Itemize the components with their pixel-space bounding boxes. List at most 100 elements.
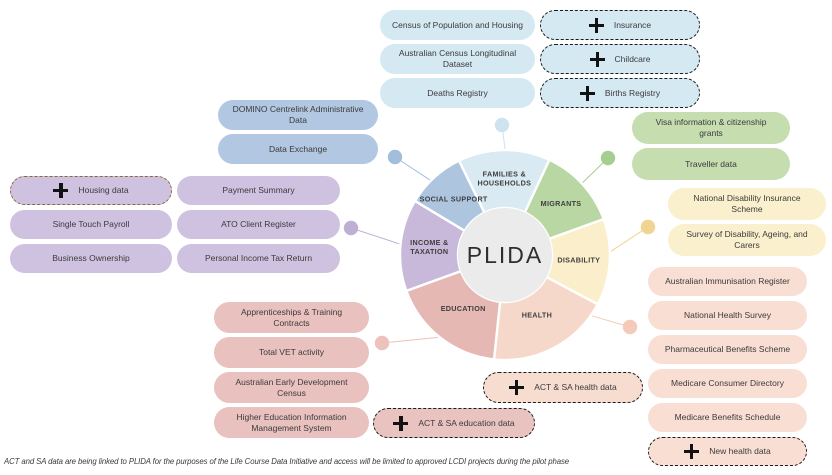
data-source-pill: Higher Education Information Management … xyxy=(214,407,369,438)
donut-center xyxy=(458,208,552,302)
pill-label: Australian Immunisation Register xyxy=(665,276,790,287)
pill-label: Data Exchange xyxy=(268,143,328,154)
pill-label: Pharmaceutical Benefits Scheme xyxy=(664,344,791,355)
pill-label: Survey of Disability, Ageing, and Carers xyxy=(686,229,808,250)
segment-label-health: HEALTH xyxy=(522,311,552,320)
pill-label: Australian Early Development Census xyxy=(235,376,348,398)
group-education-new: ACT & SA education data xyxy=(373,408,535,438)
pill-label: ACT & SA health data xyxy=(534,382,617,393)
data-source-pill: Census of Population and Housing xyxy=(380,10,535,40)
data-source-pill: Survey of Disability, Ageing, and Carers xyxy=(668,224,826,256)
data-source-pill: Apprenticeships & Training Contracts xyxy=(214,302,369,333)
plus-icon xyxy=(393,415,409,431)
pill-label: Insurance xyxy=(613,19,652,30)
pill-label: Australian Census Longitudinal Dataset xyxy=(398,48,517,69)
data-source-pill: Payment Summary xyxy=(177,176,340,205)
data-source-pill: Pharmaceutical Benefits Scheme xyxy=(648,335,807,364)
plus-icon xyxy=(588,17,604,33)
new-data-pill: ACT & SA education data xyxy=(373,408,535,438)
pill-label: Higher Education Information Management … xyxy=(236,411,347,433)
segment-label-disability: DISABILITY xyxy=(557,256,600,265)
data-source-pill: DOMINO Centrelink Administrative Data xyxy=(218,100,378,130)
pill-label: Medicare Benefits Schedule xyxy=(674,412,781,423)
plus-icon xyxy=(53,183,69,198)
connector-dot-education xyxy=(374,335,390,351)
pill-label: DOMINO Centrelink Administrative Data xyxy=(232,104,364,125)
data-source-pill: Single Touch Payroll xyxy=(10,210,172,239)
group-health-new-act: ACT & SA health data xyxy=(483,372,643,403)
pill-label: Deaths Registry xyxy=(427,87,488,98)
pill-label: Total VET activity xyxy=(258,347,325,358)
new-data-pill: Housing data xyxy=(10,176,172,205)
new-data-pill: New health data xyxy=(648,437,807,466)
segment-label-families-households: FAMILIES &HOUSEHOLDS xyxy=(477,170,531,188)
data-source-pill: Australian Immunisation Register xyxy=(648,267,807,296)
connector-dot-disability xyxy=(640,219,656,235)
pill-label: Personal Income Tax Return xyxy=(204,253,313,264)
new-data-pill: Childcare xyxy=(540,44,700,74)
data-source-pill: Australian Census Longitudinal Dataset xyxy=(380,44,535,74)
pill-label: Housing data xyxy=(78,185,129,196)
plus-icon xyxy=(579,85,595,101)
data-source-pill: Traveller data xyxy=(632,148,790,180)
data-source-pill: Medicare Consumer Directory xyxy=(648,369,807,398)
pill-label: Single Touch Payroll xyxy=(52,219,130,230)
plida-title: PLIDA xyxy=(467,242,543,268)
plus-icon xyxy=(684,444,700,459)
pill-label: Births Registry xyxy=(604,87,661,98)
data-source-pill: Visa information & citizenship grants xyxy=(632,112,790,144)
connector-dot-income-taxation xyxy=(343,220,359,236)
data-source-pill: ATO Client Register xyxy=(177,210,340,239)
data-source-pill: Deaths Registry xyxy=(380,78,535,108)
pill-label: ACT & SA education data xyxy=(418,417,515,428)
data-source-pill: Business Ownership xyxy=(10,244,172,273)
segment-label-social-support: SOCIAL SUPPORT xyxy=(420,194,488,203)
pill-label: National Disability Insurance Scheme xyxy=(693,193,801,214)
new-data-pill: Births Registry xyxy=(540,78,700,108)
connector-line-income-taxation xyxy=(350,227,400,245)
connector-dot-families-households xyxy=(494,117,510,133)
pill-label: Childcare xyxy=(614,53,651,64)
footnote: ACT and SA data are being linked to PLID… xyxy=(4,457,570,466)
pill-label: Traveller data xyxy=(685,158,737,169)
pill-label: Medicare Consumer Directory xyxy=(671,378,784,389)
data-source-pill: Data Exchange xyxy=(218,134,378,164)
data-source-pill: National Disability Insurance Scheme xyxy=(668,188,826,220)
pill-label: ATO Client Register xyxy=(221,219,296,230)
data-source-pill: Total VET activity xyxy=(214,337,369,368)
data-source-pill: National Health Survey xyxy=(648,301,807,330)
pill-label: New health data xyxy=(709,446,771,457)
connector-dot-health xyxy=(622,319,638,335)
connector-dot-social-support xyxy=(387,149,403,165)
pill-label: Business Ownership xyxy=(52,253,130,264)
data-source-pill: Australian Early Development Census xyxy=(214,372,369,403)
pill-label: Census of Population and Housing xyxy=(392,19,523,30)
pill-label: Payment Summary xyxy=(222,185,295,196)
connector-line-disability xyxy=(610,226,649,252)
plus-icon xyxy=(509,380,525,395)
pill-label: National Health Survey xyxy=(684,310,771,321)
segment-label-income-taxation: INCOME &TAXATION xyxy=(410,238,448,256)
connector-line-education xyxy=(381,336,439,344)
pill-label: Visa information & citizenship grants xyxy=(655,117,767,138)
new-data-pill: Insurance xyxy=(540,10,700,40)
segment-label-migrants: MIGRANTS xyxy=(541,199,582,208)
new-data-pill: ACT & SA health data xyxy=(483,372,643,403)
pill-label: Apprenticeships & Training Contracts xyxy=(240,306,343,328)
segment-label-education: EDUCATION xyxy=(441,304,486,313)
connector-dot-migrants xyxy=(600,150,616,166)
data-source-pill: Medicare Benefits Schedule xyxy=(648,403,807,432)
data-source-pill: Personal Income Tax Return xyxy=(177,244,340,273)
